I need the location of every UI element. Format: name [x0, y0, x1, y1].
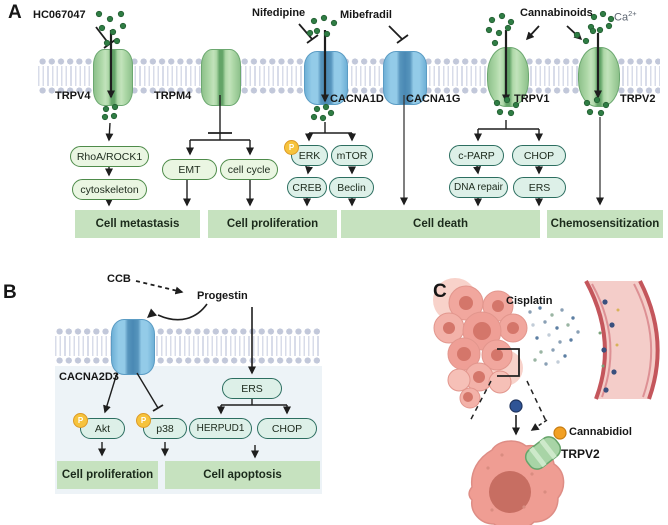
- calcium-sup: 2+: [628, 9, 637, 18]
- label-trpv2-panel-a: TRPV2: [620, 93, 656, 105]
- label-calcium: Ca2+: [614, 9, 637, 24]
- lipid-tail-row: [38, 76, 660, 86]
- pill-label: Akt: [94, 422, 111, 435]
- outcome-bar-cell-metastasis: Cell metastasis: [75, 210, 200, 238]
- pill-ers-panel-a: ERS: [513, 177, 566, 198]
- outcome-bar-cell-apoptosis: Cell apoptosis: [165, 461, 320, 489]
- pill-label: EMT: [178, 163, 201, 176]
- label-cacna1d: CACNA1D: [330, 93, 384, 105]
- pill-label: Beclin: [337, 181, 366, 194]
- lipid-tail-row: [55, 346, 322, 356]
- label-trpm4: TRPM4: [154, 90, 192, 102]
- channel-trpv4: [93, 49, 133, 106]
- lipid-head-row: [38, 86, 660, 95]
- pill-label: cell cycle: [227, 163, 271, 176]
- pill-label: ERS: [528, 181, 551, 194]
- outcome-bar-cell-proliferation-a: Cell proliferation: [208, 210, 337, 238]
- pill-label: CREB: [292, 181, 322, 194]
- pill-emt: EMT: [162, 159, 217, 180]
- label-trpv1: TRPV1: [514, 93, 550, 105]
- pill-creb: CREB: [287, 177, 327, 198]
- panel-c-letter: C: [433, 281, 447, 302]
- lipid-head-row: [55, 327, 322, 336]
- lipid-head-row: [55, 356, 322, 365]
- cisplatin-particle-spray: [528, 306, 580, 366]
- pill-label: mTOR: [336, 149, 368, 162]
- pill-beclin: Beclin: [329, 177, 374, 198]
- label-cisplatin: Cisplatin: [506, 295, 553, 307]
- pill-label: CHOP: [271, 422, 303, 435]
- channel-cacna2d3: [111, 319, 155, 375]
- pill-dna-repair: DNA repair: [449, 177, 508, 198]
- pill-label: CHOP: [523, 149, 555, 162]
- bar-label: Chemosensitization: [550, 218, 660, 230]
- pill-rhoa-rock1: RhoA/ROCK1: [70, 146, 149, 167]
- calcium-base: Ca: [614, 11, 629, 24]
- channel-trpm4: [201, 49, 241, 106]
- pill-mtor: mTOR: [331, 145, 373, 166]
- pill-label: ERK: [298, 149, 321, 162]
- bar-label: Cell proliferation: [61, 469, 154, 481]
- membrane-panel-b: [55, 327, 322, 365]
- label-hc067047: HC067047: [33, 9, 86, 21]
- pill-label: DNA repair: [454, 182, 503, 193]
- pill-label: cytoskeleton: [80, 183, 139, 196]
- outcome-bar-chemosensitization: Chemosensitization: [547, 210, 663, 238]
- label-cannabidiol: Cannabidiol: [569, 426, 632, 438]
- pill-label: c-PARP: [458, 149, 495, 162]
- label-cacna2d3: CACNA2D3: [59, 371, 119, 383]
- cisplatin-molecule-dot: [509, 399, 523, 413]
- label-trpv2-panel-c: TRPV2: [561, 447, 600, 461]
- pill-akt: P Akt: [73, 413, 125, 439]
- panel-b-arrows: [98, 280, 291, 459]
- calcium-ion-dots: [95, 10, 615, 122]
- outcome-bar-cell-proliferation-b: Cell proliferation: [57, 461, 158, 489]
- pill-chop-panel-b: CHOP: [257, 418, 317, 439]
- label-mibefradil: Mibefradil: [340, 9, 392, 21]
- pill-label: p38: [156, 422, 174, 435]
- pill-label: HERPUD1: [196, 423, 245, 434]
- phospho-badge: P: [284, 140, 299, 155]
- outcome-bar-cell-death: Cell death: [341, 210, 540, 238]
- pill-chop-panel-a: CHOP: [512, 145, 566, 166]
- pill-cytoskeleton: cytoskeleton: [72, 179, 147, 200]
- cannabidiol-molecule-dot: [553, 426, 567, 440]
- panel-c-connectors: [468, 348, 548, 436]
- bar-label: Cell death: [413, 218, 468, 230]
- pill-ers-panel-b: ERS: [222, 378, 282, 399]
- label-ccb: CCB: [107, 273, 131, 285]
- lipid-head-row: [38, 57, 660, 66]
- pill-label: ERS: [241, 382, 263, 395]
- bar-label: Cell metastasis: [95, 218, 180, 230]
- label-cacna1g: CACNA1G: [406, 93, 461, 105]
- label-progestin: Progestin: [197, 290, 248, 302]
- label-trpv4: TRPV4: [55, 90, 91, 102]
- blood-vessel: [584, 280, 660, 400]
- channel-cacna1g: [383, 51, 427, 105]
- pill-herpud1: HERPUD1: [189, 418, 252, 439]
- bar-label: Cell proliferation: [226, 218, 319, 230]
- phospho-badge: P: [73, 413, 88, 428]
- panel-a-arrows: [95, 23, 604, 207]
- lipid-tail-row: [55, 336, 322, 346]
- trpv2-channel-on-cell: [524, 436, 562, 470]
- label-nifedipine: Nifedipine: [252, 7, 306, 19]
- tumor-cluster: [433, 278, 528, 409]
- pill-cell-cycle: cell cycle: [220, 159, 278, 180]
- membrane-panel-a: [38, 57, 660, 95]
- label-cannabinoids: Cannabinoids: [520, 7, 593, 19]
- lipid-tail-row: [38, 66, 660, 76]
- phospho-badge: P: [136, 413, 151, 428]
- pill-cparp: c-PARP: [449, 145, 504, 166]
- pill-label: RhoA/ROCK1: [76, 150, 143, 163]
- panel-a-letter: A: [8, 2, 22, 23]
- bar-label: Cell apoptosis: [203, 469, 282, 481]
- panel-b-letter: B: [3, 282, 17, 303]
